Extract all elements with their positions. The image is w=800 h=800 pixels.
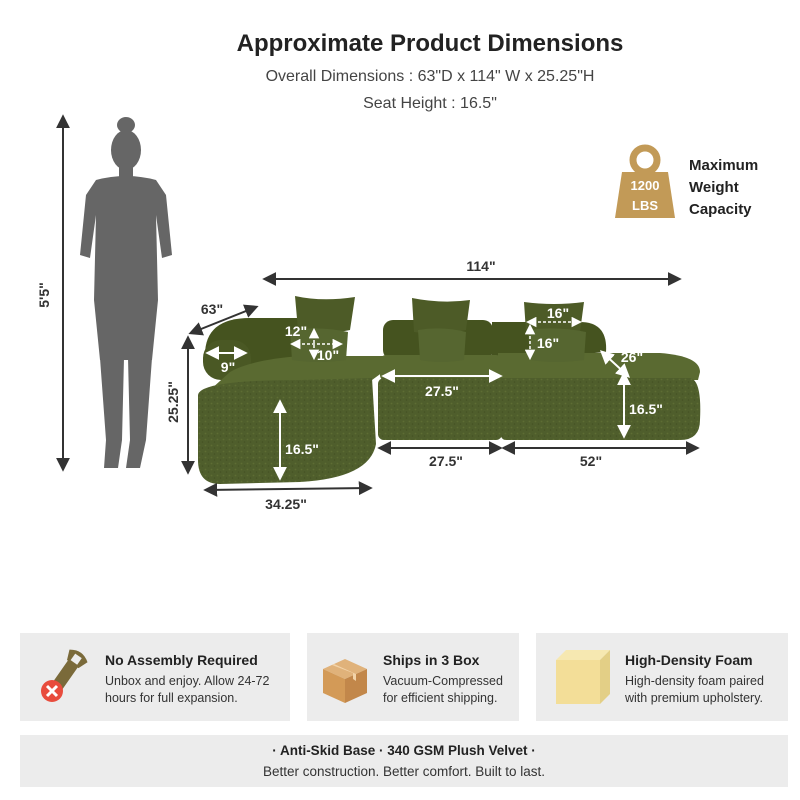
wrench-no-tools-icon — [41, 649, 88, 702]
large-pillow-height-label: 10" — [317, 347, 339, 363]
feature-card-foam: High-Density Foam High-density foam pair… — [536, 633, 788, 721]
depth-label: 63" — [201, 301, 223, 317]
right-back-arrow — [599, 350, 631, 378]
overall-dimensions: Overall Dimensions : 63"D x 114" W x 25.… — [265, 68, 595, 85]
page-title: Approximate Product Dimensions — [236, 30, 624, 57]
weight-amount: 1200 — [631, 178, 660, 193]
weight-capacity-line3: Capacity — [689, 201, 752, 218]
feature-card-ships: Ships in 3 Box Vacuum-Compressed for eff… — [307, 633, 519, 721]
middle-seat-depth-label: 27.5" — [425, 383, 459, 399]
footer-highlights: · Anti-Skid Base · 340 GSM Plush Velvet … — [272, 743, 536, 758]
feature-text-ships-2: for efficient shipping. — [383, 691, 498, 705]
cardboard-box-icon — [323, 659, 367, 703]
right-seat-height-label: 16.5" — [629, 401, 663, 417]
weight-capacity-icon: 1200 LBS — [615, 144, 675, 218]
footer-band: · Anti-Skid Base · 340 GSM Plush Velvet … — [20, 735, 788, 787]
feature-title-no-assembly: No Assembly Required — [105, 652, 258, 668]
weight-capacity-line2: Weight — [689, 179, 739, 196]
depth-arrow — [188, 304, 259, 336]
middle-width-label: 27.5" — [429, 453, 463, 469]
small-pillow-width-label: 16" — [547, 305, 569, 321]
large-pillow-width-label: 12" — [285, 323, 307, 339]
left-width-arrow — [203, 481, 373, 497]
feature-text-no-assembly-1: Unbox and enjoy. Allow 24-72 — [105, 674, 270, 688]
footer-tagline: Better construction. Better comfort. Bui… — [262, 764, 546, 779]
weight-capacity-line1: Maximum — [689, 157, 759, 174]
feature-title-foam: High-Density Foam — [625, 652, 753, 668]
feature-text-no-assembly-2: hours for full expansion. — [105, 691, 238, 705]
foam-block-icon — [556, 650, 610, 704]
total-width-label: 114" — [466, 258, 495, 274]
feature-text-foam-1: High-density foam paired — [625, 674, 764, 688]
feature-card-no-assembly: No Assembly Required Unbox and enjoy. Al… — [20, 633, 290, 721]
right-width-label: 52" — [580, 453, 602, 469]
person-silhouette-icon — [80, 117, 172, 468]
seat-height: Seat Height : 16.5" — [363, 95, 497, 112]
feature-text-ships-1: Vacuum-Compressed — [383, 674, 503, 688]
small-pillow-height-label: 16" — [537, 335, 559, 351]
weight-unit: LBS — [632, 198, 658, 213]
feature-title-ships: Ships in 3 Box — [383, 652, 480, 668]
height-label: 25.25" — [165, 381, 181, 423]
person-height-label: 5'5" — [36, 282, 52, 308]
left-width-label: 34.25" — [265, 496, 307, 512]
arm-width-label: 9" — [221, 359, 235, 375]
weight-capacity-label: Maximum Weight Capacity — [689, 155, 758, 221]
feature-text-foam-2: with premium upholstery. — [625, 691, 764, 705]
sofa-illustration — [198, 296, 701, 484]
chaise-seat-height-label: 16.5" — [285, 441, 319, 457]
right-back-label: 26" — [621, 349, 643, 365]
